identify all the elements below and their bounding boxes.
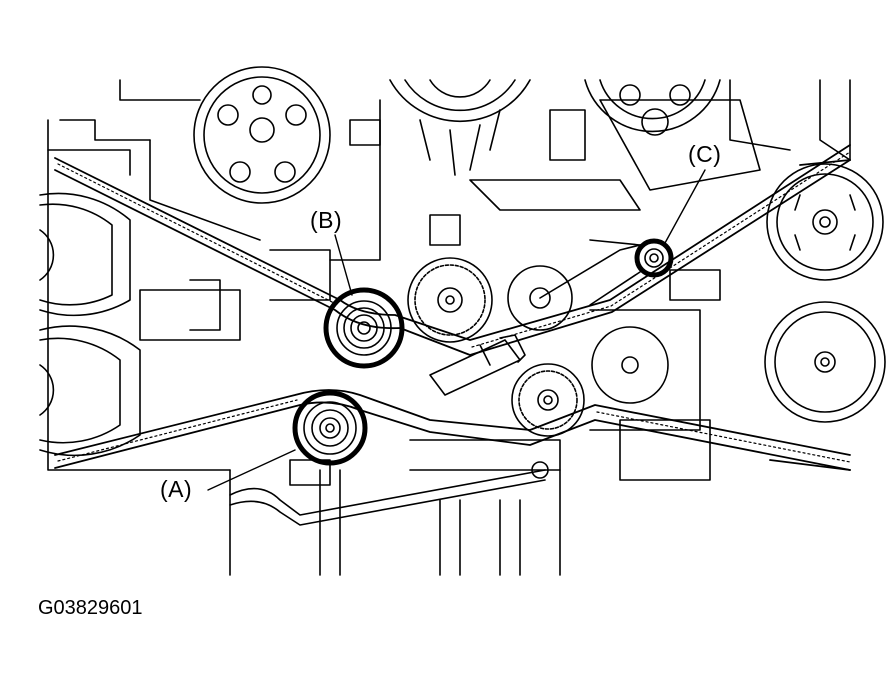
belt-idler-b [323,287,405,369]
top-left-pulley [193,66,331,204]
callout-b-label: (B) [310,207,343,233]
figure-code: G03829601 [38,597,143,619]
center-lower-sprocket [511,363,585,437]
center-idler-pulley [507,244,641,331]
callout-c-label: (C) [688,141,722,167]
callout-a-label: (A) [160,476,193,502]
top-center-fan-pulley [389,79,531,176]
belt-idler-c [589,238,674,306]
callout-leaders [207,169,706,491]
right-idler-pulley [591,326,669,404]
belt-tensioner [429,334,526,396]
right-upper-cam-sprocket [766,163,884,281]
left-lower-sprocket [39,325,141,457]
tensioner-bracket [229,459,549,526]
top-right-pulley [584,79,721,136]
center-upper-sprocket [407,257,493,343]
timing-belt [54,144,851,471]
right-lower-cam-sprocket [764,301,886,423]
left-upper-sprocket [39,192,131,317]
belt-teeth [57,151,851,463]
